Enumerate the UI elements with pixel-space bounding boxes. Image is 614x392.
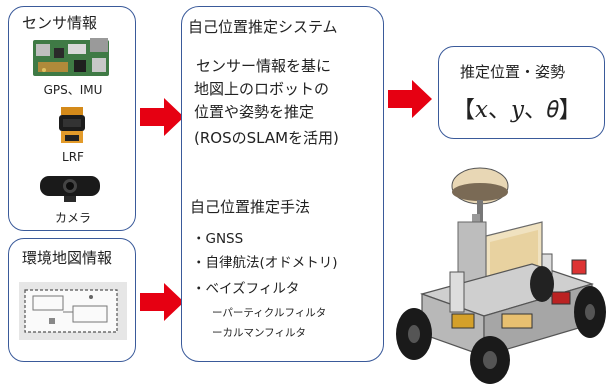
description-line-3: 位置や姿勢を推定 [194,103,315,121]
arrow-sensor-to-system [140,98,184,136]
output-formula: 【𝑥、𝑦、𝜃】 [452,97,582,123]
output-box [438,46,605,139]
system-box [181,6,384,362]
method-gnss: ・GNSS [192,231,244,247]
camera-icon [40,176,100,202]
description-line-2: 地図上のロボットの [194,80,330,98]
sensor-info-title: センサ情報 [22,14,98,32]
methods-title: 自己位置推定手法 [190,198,311,216]
description-line-4: (ROSのSLAMを活用) [194,129,339,147]
description-line-1: センサー情報を基に [196,57,332,75]
lrf-sensor-icon [59,107,85,143]
system-title: 自己位置推定システム [188,18,338,36]
camera-label: カメラ [54,211,91,225]
gps-imu-board-icon [33,38,109,76]
method-odometry: ・自律航法(オドメトリ) [192,255,338,271]
sub-method-kalman-filter: ーカルマンフィルタ [212,327,306,339]
environment-map-icon [19,282,127,340]
arrow-map-to-system [140,283,184,321]
arrow-system-to-output [388,80,432,118]
sub-method-particle-filter: ーパーティクルフィルタ [212,307,327,319]
lrf-label: LRF [62,150,84,164]
output-title: 推定位置・姿勢 [460,63,566,81]
robot-vehicle-icon [396,167,606,384]
method-bayes-filter: ・ベイズフィルタ [192,281,300,297]
gps-imu-label: GPS、IMU [43,83,103,97]
map-info-title: 環境地図情報 [22,249,113,267]
